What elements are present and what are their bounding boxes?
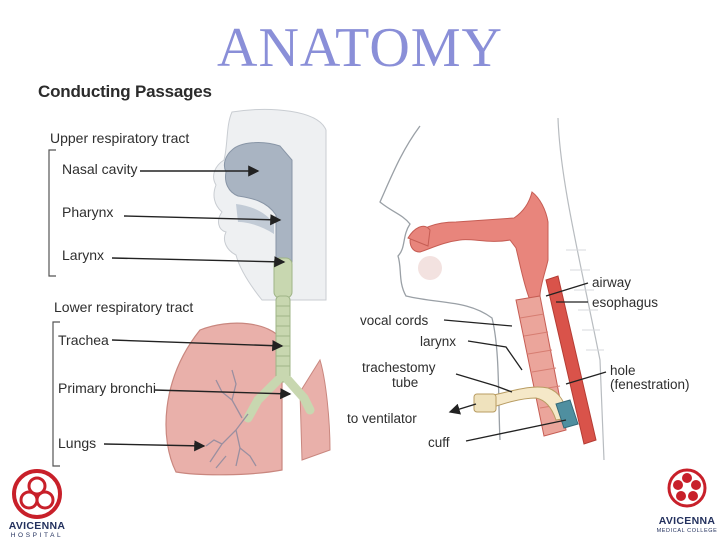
vocal-cords-label: vocal cords [360, 313, 429, 328]
larynx-right-label: larynx [420, 334, 457, 349]
tube-connector [473, 393, 497, 413]
lung-shape [165, 322, 283, 476]
pointer-larynx [467, 340, 523, 371]
pharynx-label: Pharynx [62, 204, 114, 220]
arrow-to-ventilator [448, 403, 477, 415]
spine-hint [566, 249, 604, 351]
esophagus-tissue [545, 275, 597, 445]
hole-label: hole [610, 363, 636, 378]
lungs-label: Lungs [58, 435, 97, 451]
to-ventilator-label: to ventilator [347, 411, 417, 426]
pointer-hole [565, 371, 607, 385]
page-title: ANATOMY [217, 17, 503, 79]
airway-tissue [409, 191, 549, 301]
nasal-cavity-label: Nasal cavity [62, 161, 138, 177]
avicenna-college-subtitle: MEDICAL COLLEGE [656, 528, 718, 534]
cuff-label: cuff [428, 435, 450, 450]
primary-bronchi-label: Primary bronchi [58, 380, 157, 396]
upper-respiratory-tract-label: Upper respiratory tract [50, 130, 190, 146]
pointer-airway [545, 282, 589, 297]
face-neck-outline [379, 125, 501, 441]
larynx-label: Larynx [62, 247, 105, 263]
lower-respiratory-tract-label: Lower respiratory tract [54, 299, 194, 315]
avicenna-college-name: AVICENNA [658, 515, 716, 527]
trachea-label: Trachea [58, 332, 109, 348]
primary-bronchi-shape [243, 375, 315, 423]
arrow-lungs [103, 440, 206, 452]
fenestration-label: (fenestration) [610, 377, 690, 392]
avicenna-college-logo-mark [667, 468, 707, 508]
avicenna-hospital-name: AVICENNA [8, 520, 66, 532]
pointer-tracheostomy [455, 373, 513, 393]
tongue-stipple [418, 256, 442, 280]
esophagus-label: esophagus [592, 295, 659, 310]
right-lung-edge [299, 358, 331, 461]
avicenna-hospital-logo-mark [12, 469, 62, 519]
pointer-cuff [465, 419, 567, 442]
nasal-passage [407, 225, 431, 247]
conducting-passages-heading: Conducting Passages [38, 82, 212, 101]
trachestomy-label: trachestomy [362, 360, 436, 375]
trachea-shape [275, 295, 291, 383]
nasal-pharynx-region [223, 142, 293, 263]
posterior-neck-outline [557, 117, 605, 461]
avicenna-hospital-subtitle: HOSPITAL [10, 532, 64, 539]
cuff-shape [555, 399, 579, 429]
larynx-shape [273, 257, 293, 299]
pointer-vocal-cords [443, 319, 513, 327]
lower-tract-bracket [52, 321, 60, 467]
arrow-larynx [111, 256, 286, 268]
arrow-trachea [111, 339, 284, 352]
airway-label: airway [592, 275, 632, 290]
tube-label: tube [392, 375, 419, 390]
arrow-pharynx [123, 214, 282, 226]
upper-tract-bracket [48, 149, 56, 277]
arrow-primary-bronchi [153, 388, 292, 400]
